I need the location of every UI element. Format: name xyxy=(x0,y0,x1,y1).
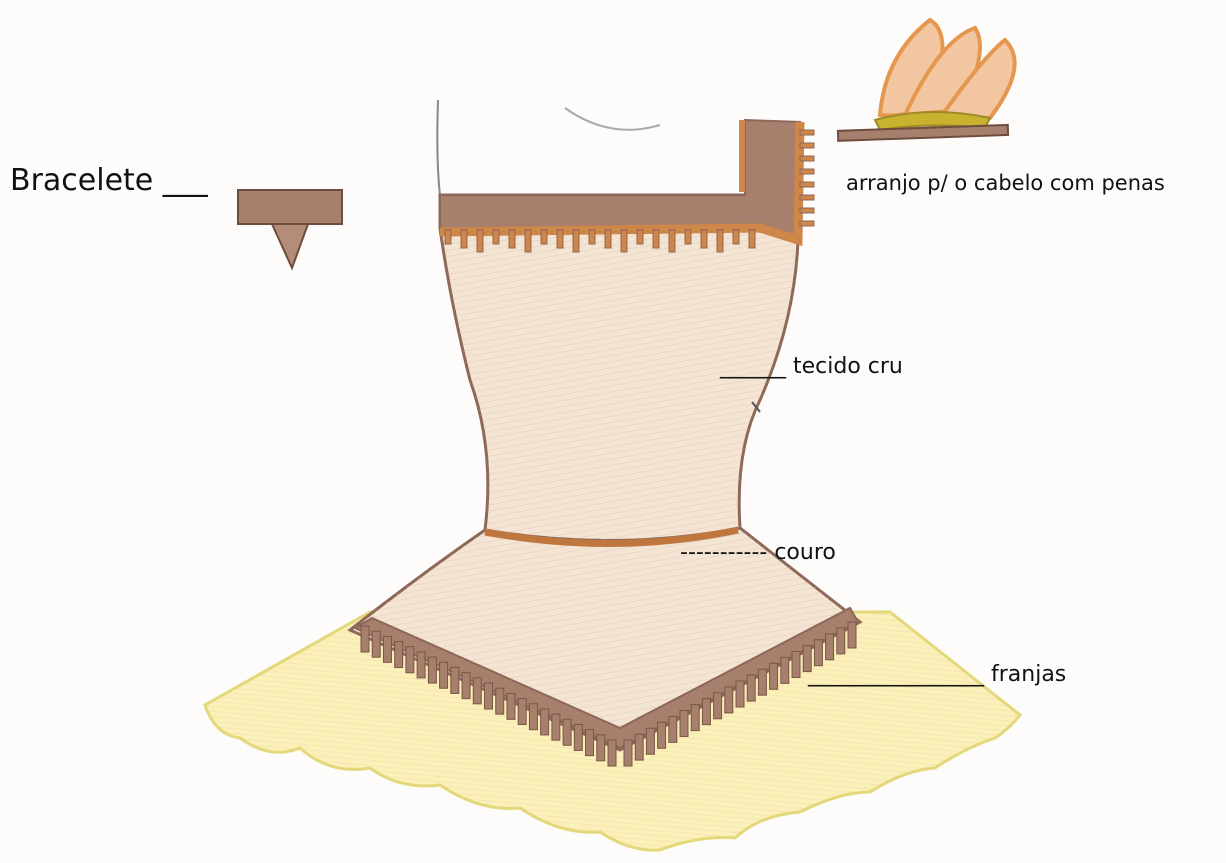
neckline-fringe-strand xyxy=(493,230,499,244)
neckline-fringe-strand xyxy=(800,208,814,213)
fringe-strand xyxy=(383,636,391,662)
fringe-strand xyxy=(725,687,733,713)
fringe-strand xyxy=(680,711,688,737)
fringe-strand xyxy=(758,669,766,695)
neckline-fringe-strand xyxy=(541,230,547,244)
neckline-band xyxy=(440,120,800,240)
neckline-fringe-strand xyxy=(573,230,579,252)
neckline-fringe-strand xyxy=(800,156,814,161)
neckline-fringe-strand xyxy=(509,230,515,248)
label-fringes: ________________ franjas xyxy=(808,664,1066,686)
neckline-fringe-strand xyxy=(477,230,483,252)
neckline-fringe-strand xyxy=(525,230,531,252)
fringe-strand xyxy=(440,662,448,688)
bracelet-pendant xyxy=(272,224,308,268)
label-raw-fabric: ______ tecido cru xyxy=(720,356,903,378)
neckline-fringe-strand xyxy=(800,143,814,148)
fringe-strand xyxy=(635,734,643,760)
hair-band xyxy=(838,125,1008,141)
fringe-strand xyxy=(597,735,605,761)
neckline-fringe-strand xyxy=(717,230,723,252)
fringe-strand xyxy=(496,688,504,714)
label-hair-arrangement: arranjo p/ o cabelo com penas xyxy=(846,173,1165,194)
fringe-strand xyxy=(485,683,493,709)
neckline-fringe-strand xyxy=(685,230,691,244)
fringe-strand xyxy=(691,705,699,731)
neckline-fringe-strand xyxy=(701,230,707,248)
fringe-strand xyxy=(646,728,654,754)
fringe-strand xyxy=(714,693,722,719)
fringe-strand xyxy=(473,678,481,704)
neckline-fringe-strand xyxy=(669,230,675,252)
neckline-fringe-strand xyxy=(557,230,563,248)
neckline-fringe-strand xyxy=(800,130,814,135)
fringe-strand xyxy=(529,704,537,730)
fringe-strand xyxy=(428,657,436,683)
fringe-strand xyxy=(837,628,845,654)
fringe-strand xyxy=(826,634,834,660)
fringe-strand xyxy=(770,663,778,689)
neckline-fringe-strand xyxy=(749,230,755,248)
bodice xyxy=(437,100,814,544)
fringe-strand xyxy=(608,740,616,766)
fringe-strand xyxy=(624,740,632,766)
label-leather: ----------- couro xyxy=(680,542,836,564)
neckline-fringe-strand xyxy=(589,230,595,244)
fringe-strand xyxy=(518,699,526,725)
neckline-fringe-strand xyxy=(637,230,643,244)
neckline-fringe-strand xyxy=(461,230,467,248)
fringe-strand xyxy=(848,622,856,648)
fringe-strand xyxy=(736,681,744,707)
neckline-fringe-strand xyxy=(733,230,739,244)
bracelet-band xyxy=(238,190,342,224)
fringe-strand xyxy=(395,642,403,668)
label-bracelete: Bracelete ___ xyxy=(10,166,208,196)
fringe-strand xyxy=(451,667,459,693)
neckline-fringe-strand xyxy=(800,169,814,174)
hair-feather-arrangement xyxy=(838,20,1015,141)
fringe-strand xyxy=(563,719,571,745)
neckline-fringe-strand xyxy=(445,230,451,244)
fringe-strand xyxy=(747,675,755,701)
neck-outline xyxy=(437,100,440,195)
fringe-strand xyxy=(361,626,369,652)
fringe-strand xyxy=(372,631,380,657)
neck-curve xyxy=(565,108,660,130)
neckline-fringe-strand xyxy=(653,230,659,248)
fringe-strand xyxy=(702,699,710,725)
neckline-fringe-strand xyxy=(800,195,814,200)
fringe-strand xyxy=(462,673,470,699)
fringe-strand xyxy=(406,647,414,673)
fringe-strand xyxy=(669,716,677,742)
fringe-strand xyxy=(781,657,789,683)
fringe-strand xyxy=(792,652,800,678)
neckline-fringe-strand xyxy=(800,221,814,226)
neckline-fringe-strand xyxy=(605,230,611,248)
fringe-strand xyxy=(507,693,515,719)
fringe-strand xyxy=(552,714,560,740)
bracelet xyxy=(238,190,342,268)
fringe-strand xyxy=(574,724,582,750)
fringe-strand xyxy=(586,730,594,756)
fringe-strand xyxy=(541,709,549,735)
neckline-fringe-strand xyxy=(621,230,627,252)
fringe-strand xyxy=(658,722,666,748)
neckline-fringe-strand xyxy=(800,182,814,187)
fringe-strand xyxy=(417,652,425,678)
